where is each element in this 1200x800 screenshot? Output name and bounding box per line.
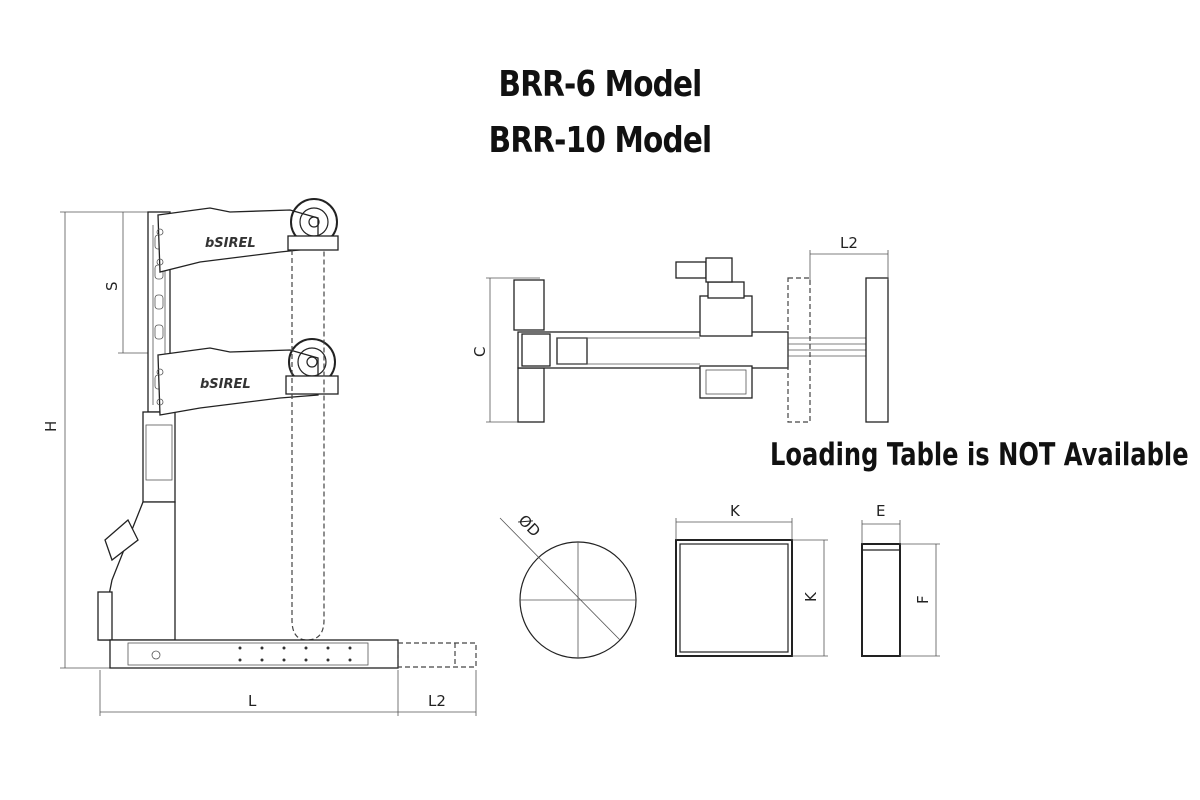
dim-label-k-top: K	[730, 502, 741, 520]
side-view: H S bSIREL bSI	[42, 198, 477, 716]
dim-label-f: F	[914, 595, 932, 604]
dim-label-e: E	[876, 502, 885, 520]
workpiece-shapes: ØD K K E F	[499, 502, 940, 659]
model-title-brr6: BRR-6 Model	[498, 64, 703, 105]
top-view: C L2	[471, 234, 889, 423]
model-title-brr10: BRR-10 Model	[488, 120, 712, 161]
brand-logo-lower: bSIREL	[200, 377, 251, 392]
dim-label-l: L	[248, 692, 257, 710]
brand-logo-upper: bSIREL	[205, 236, 256, 251]
dim-label-h: H	[42, 421, 60, 432]
dim-label-k-side: K	[802, 591, 820, 602]
dim-label-c: C	[471, 347, 489, 357]
dim-label-l2-top: L2	[840, 234, 858, 252]
dim-label-l2-bottom: L2	[428, 692, 446, 710]
dim-label-s: S	[103, 281, 121, 291]
dim-label-diameter: ØD	[515, 511, 544, 540]
